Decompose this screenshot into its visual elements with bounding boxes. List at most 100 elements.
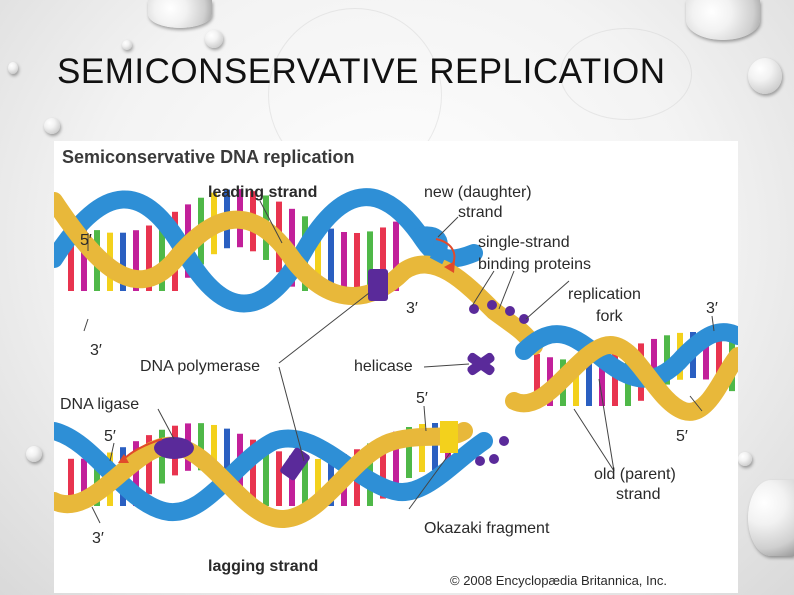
leader-line [259, 200, 283, 244]
leader-line [573, 408, 615, 472]
five-prime-label: 5′ [104, 428, 116, 445]
water-droplet [26, 446, 42, 462]
upper-helix-blue-backbone [54, 188, 483, 313]
leader-line [525, 280, 570, 320]
base-pair-bar [159, 219, 165, 291]
base-pair-bar [224, 428, 230, 482]
base-pair-bar [276, 451, 282, 506]
arrowhead [118, 454, 129, 463]
base-pair-bar [406, 427, 412, 479]
single-strand-binding-label: single-strand [478, 234, 570, 251]
base-pair-bar [432, 423, 438, 471]
dna-replication-figure: Semiconservative DNA replication leading… [54, 141, 738, 593]
binding-protein-dot [519, 314, 529, 324]
leader-line [408, 452, 451, 510]
base-pair-bar [716, 335, 722, 385]
base-pair-bar [419, 424, 425, 473]
three-prime-label: 3′ [92, 530, 104, 547]
okazaki-fragment-label: Okazaki fragment [424, 520, 550, 537]
dna-replication-diagram: Semiconservative DNA replication leading… [54, 147, 738, 588]
leader-line [689, 395, 703, 412]
base-pair-bar [146, 435, 152, 495]
base-pair-bar [573, 359, 579, 406]
base-pair-bar [380, 227, 386, 291]
binding-protein-dot [499, 436, 509, 446]
fork-label: fork [596, 308, 624, 325]
base-pair-bar [612, 352, 618, 406]
base-pair-bar [289, 455, 295, 506]
parent-strand-label: strand [616, 486, 660, 503]
binding-protein-dot [489, 454, 499, 464]
base-pair-bar [133, 441, 139, 506]
leading-strand-label: leading strand [208, 184, 317, 201]
ligase-arrow [123, 438, 163, 460]
five-prime-label: 5′ [676, 428, 688, 445]
base-pair-bar [651, 338, 657, 392]
water-droplet [148, 0, 212, 28]
slide-title: SEMICONSERVATIVE REPLICATION [57, 52, 666, 91]
base-pair-bar [380, 437, 386, 499]
three-prime-label: 3′ [90, 342, 102, 359]
base-pair-bar [664, 335, 670, 385]
water-droplet [738, 452, 752, 466]
base-pair-bar [146, 225, 152, 291]
base-pair-bar [586, 358, 592, 406]
dna-polymerase-leading [368, 269, 388, 301]
helicase-protein [467, 352, 495, 376]
base-pair-bar [81, 458, 87, 506]
copyright-notice: © 2008 Encyclopædia Britannica, Inc. [450, 573, 667, 588]
leader-line [91, 506, 101, 524]
base-pair-bar [198, 423, 204, 471]
lagging-strand-label: lagging strand [208, 558, 318, 575]
okazaki-fragment-block [440, 421, 458, 453]
leader-line [711, 315, 715, 332]
leader-line [157, 408, 175, 440]
replication-fork-label: replication [568, 286, 641, 303]
binding-protein-dot [487, 300, 497, 310]
binding-proteins-label: binding proteins [478, 256, 591, 273]
base-pair-bar [250, 439, 256, 504]
parent-helix-gold-backbone [505, 336, 738, 421]
binding-protein-dot [505, 306, 515, 316]
base-pair-bar [393, 431, 399, 488]
water-droplet [8, 62, 18, 74]
figure-title: Semiconservative DNA replication [62, 147, 354, 167]
three-prime-label: 3′ [406, 300, 418, 317]
single-strand-binding-proteins [469, 300, 529, 466]
base-pair-bar [393, 221, 399, 291]
daughter-strand-curl [411, 226, 448, 265]
base-pair-bar [354, 232, 360, 291]
dna-ligase-protein [154, 437, 194, 459]
leader-line [598, 378, 615, 472]
leader-line [423, 405, 427, 432]
five-prime-label: 5′ [80, 232, 92, 249]
water-droplet [748, 480, 794, 556]
lower-helix-gold-backbone [54, 422, 473, 528]
new-daughter-strand-label: new (daughter) [424, 184, 532, 201]
helicase-label: helicase [354, 358, 413, 375]
base-pair-bar [302, 458, 308, 506]
water-droplet [205, 30, 223, 48]
base-pair-bar [315, 458, 321, 506]
water-droplet [44, 118, 60, 134]
leader-line [423, 363, 470, 368]
old-parent-strand-label: old (parent) [594, 466, 676, 483]
leader-line [498, 270, 515, 310]
base-pair-bar [534, 353, 540, 406]
base-pair-bar [68, 458, 74, 506]
decorative-ring [560, 28, 692, 120]
base-pair-bar [367, 231, 373, 291]
base-pair-bar [328, 228, 334, 291]
dna-ligase-label: DNA ligase [60, 396, 139, 413]
base-pair-bar [263, 445, 269, 506]
base-pair-bar [703, 332, 709, 380]
base-pair-bar [341, 232, 347, 291]
base-pair-bar [599, 356, 605, 406]
three-prime-label: 3′ [706, 300, 718, 317]
base-pair-bar [120, 232, 126, 291]
base-pair-bar [211, 424, 217, 474]
leader-line [109, 442, 115, 462]
arrowhead [444, 261, 455, 273]
leader-line [437, 216, 459, 238]
binding-protein-dot [475, 456, 485, 466]
